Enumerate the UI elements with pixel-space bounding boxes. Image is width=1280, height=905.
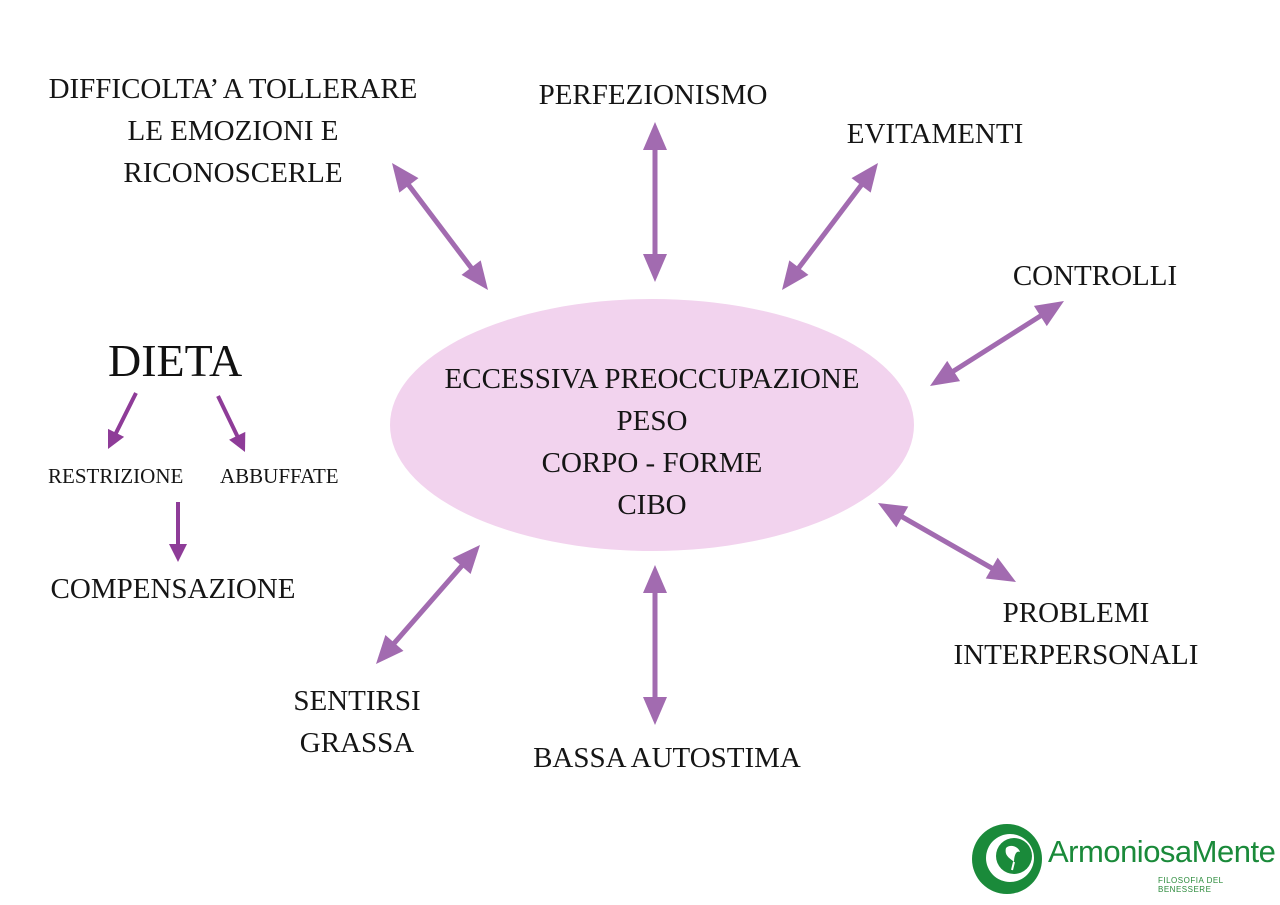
dieta-title: DIETA (108, 335, 243, 386)
satellite-perfezionismo: PERFEZIONISMO (538, 79, 768, 111)
arrow-evitamenti-shaft (795, 182, 865, 271)
arrow-dieta-restrizione-shaft (113, 392, 138, 436)
center-concept: ECCESSIVA PREOCCUPAZIONE PESO CORPO - FO… (444, 363, 860, 521)
logo-leaf-icon (972, 824, 1042, 894)
arrow-problemi-head-end (985, 557, 1016, 582)
dieta-abbuffate: ABBUFFATE (220, 464, 339, 488)
arrow-difficolta-shaft (405, 182, 475, 271)
logo-tagline: FILOSOFIA DEL BENESSERE (1158, 876, 1224, 894)
center-ellipse (390, 299, 914, 551)
arrow-dieta-abbuffate-shaft (216, 395, 240, 439)
arrow-problemi-shaft (899, 513, 995, 572)
arrow-difficolta-head-start (392, 163, 419, 193)
arrow-difficolta-head-end (461, 260, 488, 290)
arrow-controlli-shaft (950, 312, 1044, 375)
arrow-compensazione-head-end (169, 544, 187, 562)
satellite-evitamenti: EVITAMENTI (846, 118, 1024, 150)
arrow-perfezionismo-head-start (643, 122, 667, 150)
arrow-controlli-head-end (930, 360, 961, 386)
satellite-bassa-autostima: BASSA AUTOSTIMA (533, 742, 801, 774)
satellite-problemi: PROBLEMI INTERPERSONALI (953, 597, 1199, 671)
satellite-controlli: CONTROLLI (1012, 260, 1178, 292)
logo: ArmoniosaMente FILOSOFIA DEL BENESSERE (970, 822, 1276, 898)
arrow-problemi-head-start (878, 503, 909, 528)
arrows-group (108, 122, 1064, 725)
arrow-sentirsi-grassa-head-start (452, 545, 480, 574)
arrow-bassa-autostima-head-start (643, 565, 667, 593)
dieta-compensazione: COMPENSAZIONE (50, 573, 296, 605)
satellite-difficolta: DIFFICOLTA’ A TOLLERARE LE EMOZIONI E RI… (48, 73, 418, 189)
dieta-restrizione: RESTRIZIONE (48, 464, 184, 488)
arrow-sentirsi-grassa-shaft (391, 562, 465, 647)
satellite-sentirsi-grassa: SENTIRSI GRASSA (293, 685, 421, 759)
arrow-bassa-autostima-head-end (643, 697, 667, 725)
arrow-evitamenti-head-end (782, 260, 809, 290)
arrow-evitamenti-head-start (851, 163, 878, 193)
arrow-dieta-restrizione-head-end (108, 428, 125, 449)
logo-name: ArmoniosaMente (1048, 834, 1276, 869)
arrow-dieta-abbuffate-head-end (229, 431, 246, 452)
arrow-controlli-head-start (1033, 301, 1064, 327)
arrow-sentirsi-grassa-head-end (376, 635, 404, 664)
arrow-perfezionismo-head-end (643, 254, 667, 282)
